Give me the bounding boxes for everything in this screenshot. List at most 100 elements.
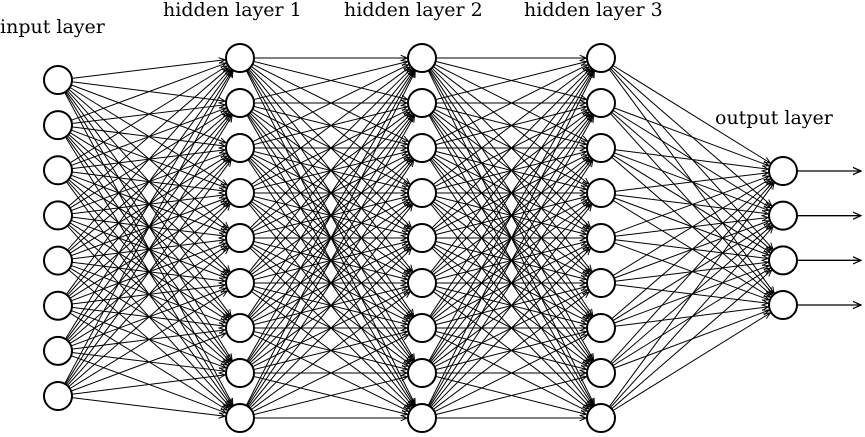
connection-hidden2-9-to-hidden3-3 [429, 161, 593, 407]
neuron-hidden2-7 [407, 313, 437, 343]
connection-hidden2-8-to-hidden3-1 [428, 71, 594, 362]
output-arrows-group [797, 171, 861, 305]
connection-hidden2-3-to-hidden3-1 [434, 65, 588, 143]
neuron-hidden3-8 [586, 358, 616, 388]
connection-hidden3-9-to-output-4 [612, 313, 770, 412]
connection-hidden3-5-to-output-1 [613, 176, 769, 234]
neuron-hidden3-4 [586, 178, 616, 208]
neuron-output-2 [768, 200, 798, 231]
connection-input-8-to-hidden1-8 [71, 375, 225, 395]
neuron-input-5 [43, 245, 73, 276]
neuron-hidden1-1 [225, 43, 255, 73]
connection-input-6-to-hidden1-1 [65, 70, 231, 295]
connection-hidden2-7-to-hidden3-1 [429, 71, 593, 317]
connection-hidden3-6-to-output-1 [612, 179, 770, 277]
neuron-hidden2-6 [407, 268, 437, 298]
connection-input-7-to-hidden1-1 [64, 71, 232, 340]
connection-hidden2-6-to-hidden3-1 [430, 70, 592, 273]
neuron-output-3 [768, 245, 798, 276]
neuron-hidden1-5 [225, 223, 255, 253]
neuron-hidden3-7 [586, 313, 616, 343]
connection-hidden3-7-to-output-1 [611, 181, 772, 320]
neuron-hidden1-9 [225, 403, 255, 433]
connection-input-8-to-hidden1-1 [64, 71, 233, 384]
connection-hidden1-2-to-hidden2-1 [253, 62, 408, 101]
connection-input-8-to-hidden1-9 [71, 397, 225, 417]
neuron-hidden2-4 [407, 178, 437, 208]
connection-hidden3-3-to-output-1 [614, 149, 768, 169]
connection-hidden3-9-to-output-1 [608, 183, 774, 408]
neuron-input-1 [43, 65, 73, 95]
neuron-hidden2-8 [407, 358, 437, 388]
neuron-hidden1-3 [225, 133, 255, 163]
connection-input-3-to-hidden1-1 [69, 66, 227, 164]
neuron-hidden2-2 [407, 88, 437, 118]
neuron-input-6 [43, 290, 73, 321]
neuron-input-4 [43, 200, 73, 231]
connection-hidden3-9-to-output-3 [611, 270, 772, 410]
neuron-hidden2-9 [407, 403, 437, 433]
neuron-hidden1-4 [225, 178, 255, 208]
connection-hidden1-9-to-hidden2-4 [248, 205, 413, 408]
connection-hidden3-8-to-output-1 [609, 182, 773, 363]
connection-hidden2-2-to-hidden3-1 [435, 62, 587, 101]
neuron-hidden3-9 [586, 403, 616, 433]
connection-input-1-to-hidden1-1 [71, 60, 225, 79]
connection-hidden2-9-to-hidden3-8 [435, 377, 587, 416]
connection-hidden3-2-to-output-1 [613, 107, 769, 166]
neuron-hidden3-1 [586, 43, 616, 73]
connections-group [64, 58, 774, 418]
neuron-hidden2-1 [407, 43, 437, 73]
layer-label-hidden-3: hidden layer 3 [524, 0, 663, 21]
neuron-hidden3-6 [586, 268, 616, 298]
connection-hidden1-9-to-hidden2-5 [249, 249, 411, 409]
connection-hidden1-9-to-hidden2-2 [246, 116, 414, 407]
connection-hidden2-9-to-hidden3-7 [434, 335, 588, 413]
connection-hidden2-5-to-hidden3-1 [431, 69, 591, 229]
neuron-input-8 [43, 381, 73, 411]
neuron-input-3 [43, 155, 73, 186]
connection-input-8-to-hidden1-3 [65, 160, 231, 386]
neuron-hidden1-2 [225, 88, 255, 118]
neuron-hidden1-7 [225, 313, 255, 343]
neuron-hidden3-5 [586, 223, 616, 253]
connection-input-4-to-hidden1-1 [68, 68, 229, 207]
neuron-hidden3-3 [586, 133, 616, 163]
neuron-hidden3-2 [586, 88, 616, 118]
connection-hidden1-9-to-hidden2-3 [247, 160, 414, 407]
connection-hidden1-9-to-hidden2-8 [253, 377, 408, 416]
connection-hidden3-9-to-output-2 [609, 227, 773, 408]
connection-hidden1-9-to-hidden2-6 [250, 292, 410, 411]
neuron-hidden2-3 [407, 133, 437, 163]
connection-hidden2-9-to-hidden3-4 [430, 205, 592, 408]
neuron-hidden2-5 [407, 223, 437, 253]
connection-hidden1-8-to-hidden2-1 [246, 71, 414, 362]
connection-hidden2-9-to-hidden3-1 [427, 71, 594, 406]
connection-hidden1-9-to-hidden2-7 [252, 335, 409, 413]
connection-hidden1-7-to-hidden2-1 [247, 70, 414, 317]
neuron-output-1 [768, 156, 798, 186]
neuron-hidden1-8 [225, 358, 255, 388]
connection-input-8-to-hidden1-5 [68, 248, 229, 388]
neurons-group [43, 43, 798, 433]
connection-hidden2-9-to-hidden3-6 [432, 292, 589, 410]
neuron-hidden1-6 [225, 268, 255, 298]
neuron-output-4 [768, 290, 798, 320]
connection-hidden1-6-to-hidden2-1 [248, 70, 413, 273]
neuron-input-2 [43, 110, 73, 141]
connection-hidden2-9-to-hidden3-2 [428, 116, 594, 407]
connection-hidden3-1-to-output-1 [612, 64, 770, 163]
connection-hidden1-5-to-hidden2-1 [249, 69, 411, 229]
connection-input-8-to-hidden1-7 [70, 333, 226, 392]
connection-hidden2-9-to-hidden3-5 [431, 249, 591, 409]
connection-input-8-to-hidden1-2 [64, 116, 232, 385]
connection-hidden3-4-to-output-1 [614, 173, 768, 192]
connection-input-2-to-hidden1-1 [70, 63, 226, 121]
layer-label-output: output layer [715, 107, 834, 129]
layer-label-hidden-2: hidden layer 2 [344, 0, 483, 21]
connection-input-8-to-hidden1-4 [66, 204, 230, 386]
neuron-input-7 [43, 335, 73, 366]
layer-label-input: input layer [0, 16, 106, 38]
connection-hidden1-4-to-hidden2-1 [250, 67, 410, 186]
